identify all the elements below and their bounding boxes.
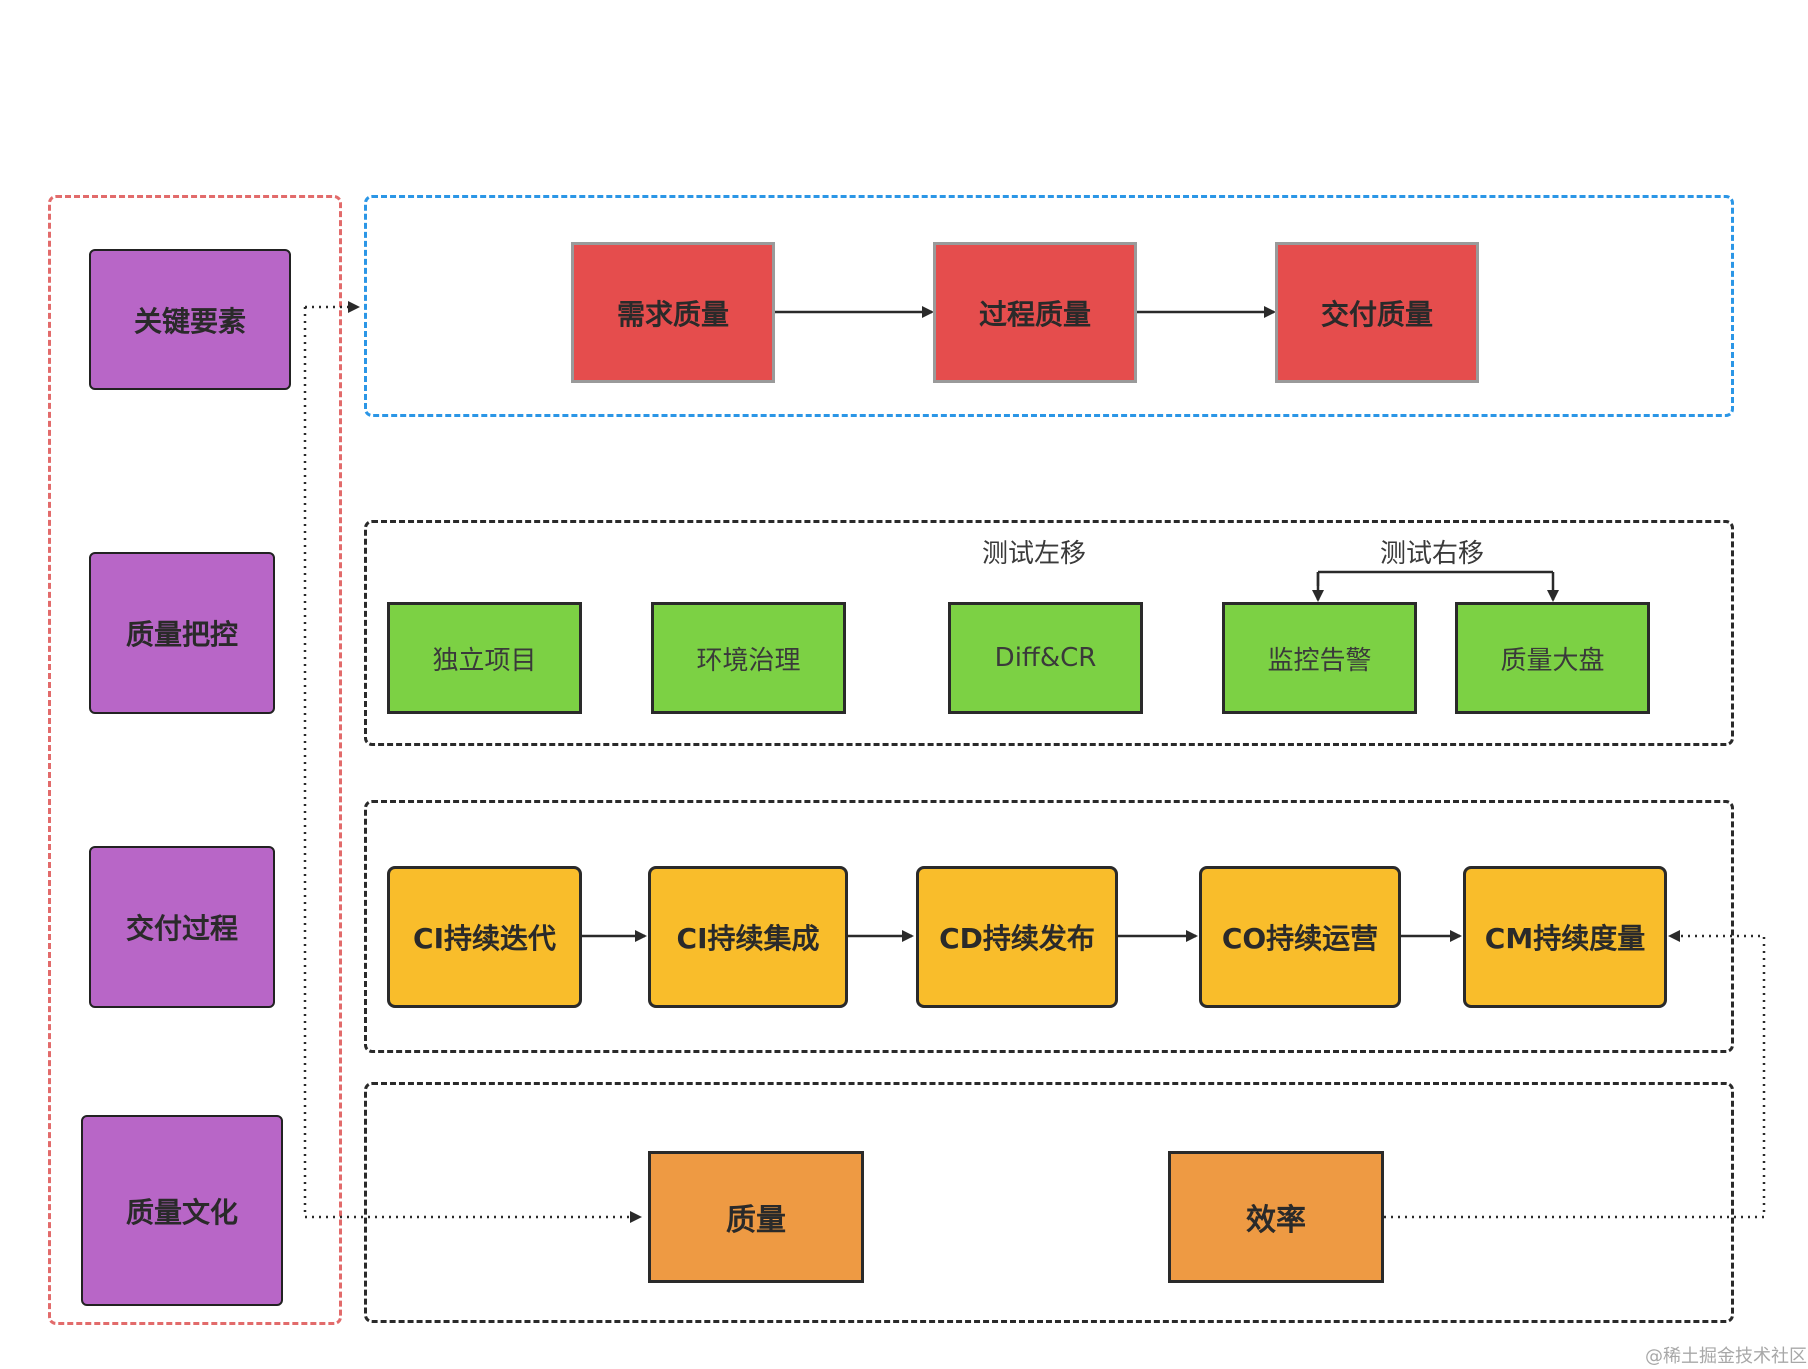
node-label: CI持续迭代 [413, 922, 556, 955]
node-co-operation[interactable]: CO持续运营 [1199, 866, 1401, 1008]
label-shift-left: 测试左移 [982, 539, 1087, 569]
quality-control-frame [364, 520, 1734, 746]
edge-dotted-left-vertical [303, 307, 642, 1223]
left-item-quality-control[interactable]: 质量把控 [89, 552, 275, 714]
node-quality[interactable]: 质量 [648, 1151, 864, 1283]
left-item-label: 质量把控 [125, 618, 238, 651]
node-delivery-quality[interactable]: 交付质量 [1275, 242, 1479, 383]
node-independent-project[interactable]: 独立项目 [387, 602, 582, 714]
node-label: CO持续运营 [1221, 922, 1379, 955]
node-label: 质量 [726, 1203, 786, 1238]
node-label: 过程质量 [978, 297, 1091, 331]
node-diff-cr[interactable]: Diff&CR [948, 602, 1143, 714]
node-label: 交付质量 [1320, 297, 1433, 331]
node-label: CD持续发布 [939, 922, 1095, 955]
node-ci-iteration[interactable]: CI持续迭代 [387, 866, 582, 1008]
delivery-process-frame [364, 800, 1734, 1053]
node-label: Diff&CR [994, 643, 1097, 673]
left-item-quality-culture[interactable]: 质量文化 [81, 1115, 283, 1306]
left-item-label: 关键要素 [133, 304, 246, 338]
node-quality-dashboard[interactable]: 质量大盘 [1455, 602, 1650, 714]
label-shift-right: 测试右移 [1380, 539, 1485, 569]
node-efficiency[interactable]: 效率 [1168, 1151, 1384, 1283]
left-item-delivery-process[interactable]: 交付过程 [89, 846, 275, 1008]
left-item-label: 交付过程 [125, 912, 238, 945]
node-cd-release[interactable]: CD持续发布 [916, 866, 1118, 1008]
node-label: 效率 [1246, 1203, 1306, 1238]
node-process-quality[interactable]: 过程质量 [933, 242, 1137, 383]
node-label: 监控告警 [1267, 645, 1372, 676]
left-category-frame [48, 195, 342, 1325]
node-ci-integration[interactable]: CI持续集成 [648, 866, 848, 1008]
key-elements-frame [364, 195, 1734, 417]
left-item-label: 质量文化 [125, 1195, 238, 1229]
node-label: 质量大盘 [1500, 645, 1605, 676]
node-label: 独立项目 [432, 645, 537, 676]
node-cm-measurement[interactable]: CM持续度量 [1463, 866, 1667, 1008]
node-monitoring-alert[interactable]: 监控告警 [1222, 602, 1417, 714]
node-environment-governance[interactable]: 环境治理 [651, 602, 846, 714]
node-label: CM持续度量 [1484, 922, 1646, 955]
left-item-key-elements[interactable]: 关键要素 [89, 249, 291, 390]
node-label: CI持续集成 [676, 922, 820, 955]
node-label: 需求质量 [616, 297, 729, 331]
watermark: @稀土掘金技术社区 [1645, 1346, 1807, 1367]
edge-dotted-efficiency-to-cm [1384, 930, 1766, 1219]
node-label: 环境治理 [696, 645, 801, 676]
quality-culture-frame [364, 1082, 1734, 1323]
node-demand-quality[interactable]: 需求质量 [571, 242, 775, 383]
